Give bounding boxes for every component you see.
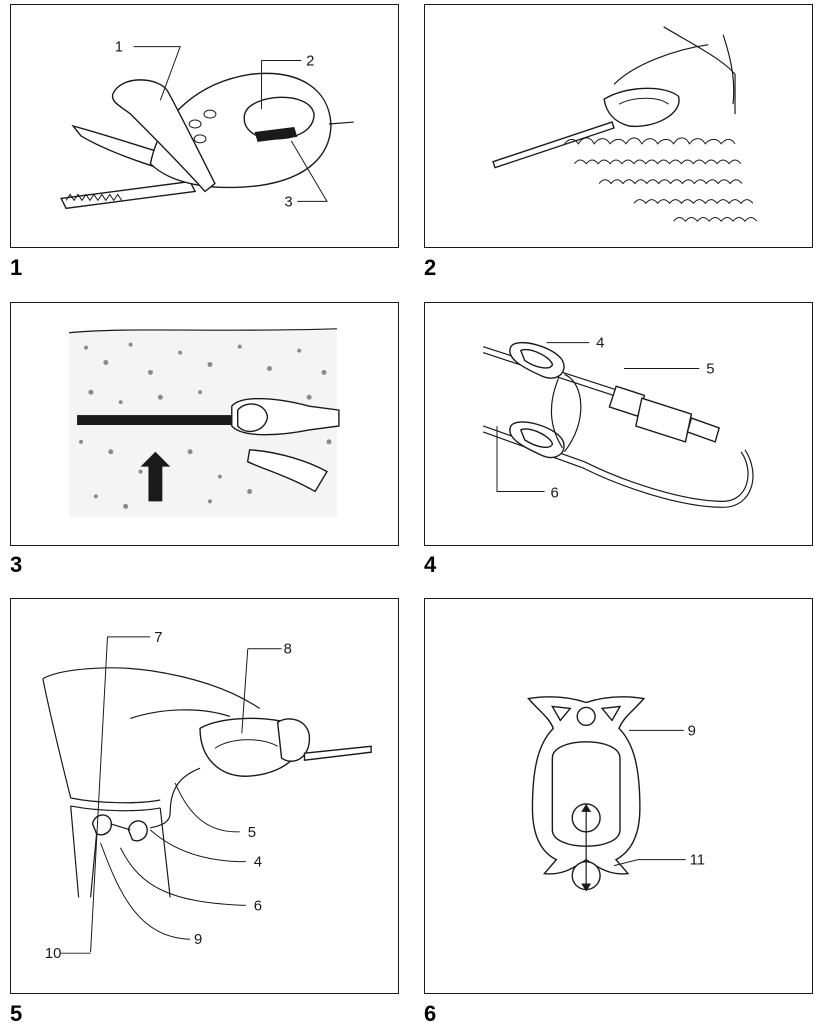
callout-2: 2 [306,54,314,70]
callout-1: 1 [115,40,123,56]
figure-1-panel: 1 2 3 [10,4,399,248]
callout-5: 5 [706,361,714,377]
figure-3-number: 3 [10,552,23,577]
figure-6-panel: 9 11 [424,598,813,994]
figure-4-number: 4 [424,552,437,577]
callout-5-fig5: 5 [248,824,256,841]
hedge-foliage [564,137,758,223]
callout-7: 7 [154,629,162,646]
figure-5-panel: 7 8 5 4 6 9 10 [10,598,399,994]
callout-9-fig5: 9 [194,931,202,948]
figure-1-number: 1 [10,255,23,280]
callout-3: 3 [284,194,292,210]
callout-4: 4 [596,336,604,352]
operator-with-belt-hook-illustration: 7 8 5 4 6 9 10 [42,629,372,962]
callout-6: 6 [551,485,559,501]
blade-teeth [65,193,123,202]
belt-hook-detail-illustration: 9 11 [527,696,705,892]
hedge-side-trimming-illustration [69,328,340,518]
hedge-trimmer-side-illustration: 1 2 3 [60,40,354,210]
callout-9-fig6: 9 [688,722,696,739]
callout-6-fig5: 6 [254,897,262,914]
callout-8: 8 [284,641,292,658]
cord-retainer-illustration: 4 5 6 [482,336,754,508]
figure-2-panel [424,4,813,248]
callout-4-fig5: 4 [254,854,262,871]
callout-10: 10 [45,945,62,962]
figure-4-panel: 4 5 6 [424,302,813,546]
figure-6-number: 6 [424,1001,437,1026]
figure-5-number: 5 [10,1001,23,1026]
figure-2-number: 2 [424,255,437,280]
callout-11: 11 [690,852,705,869]
person-trimming-hedge-top-illustration [492,26,758,223]
figure-3-panel [10,302,399,546]
